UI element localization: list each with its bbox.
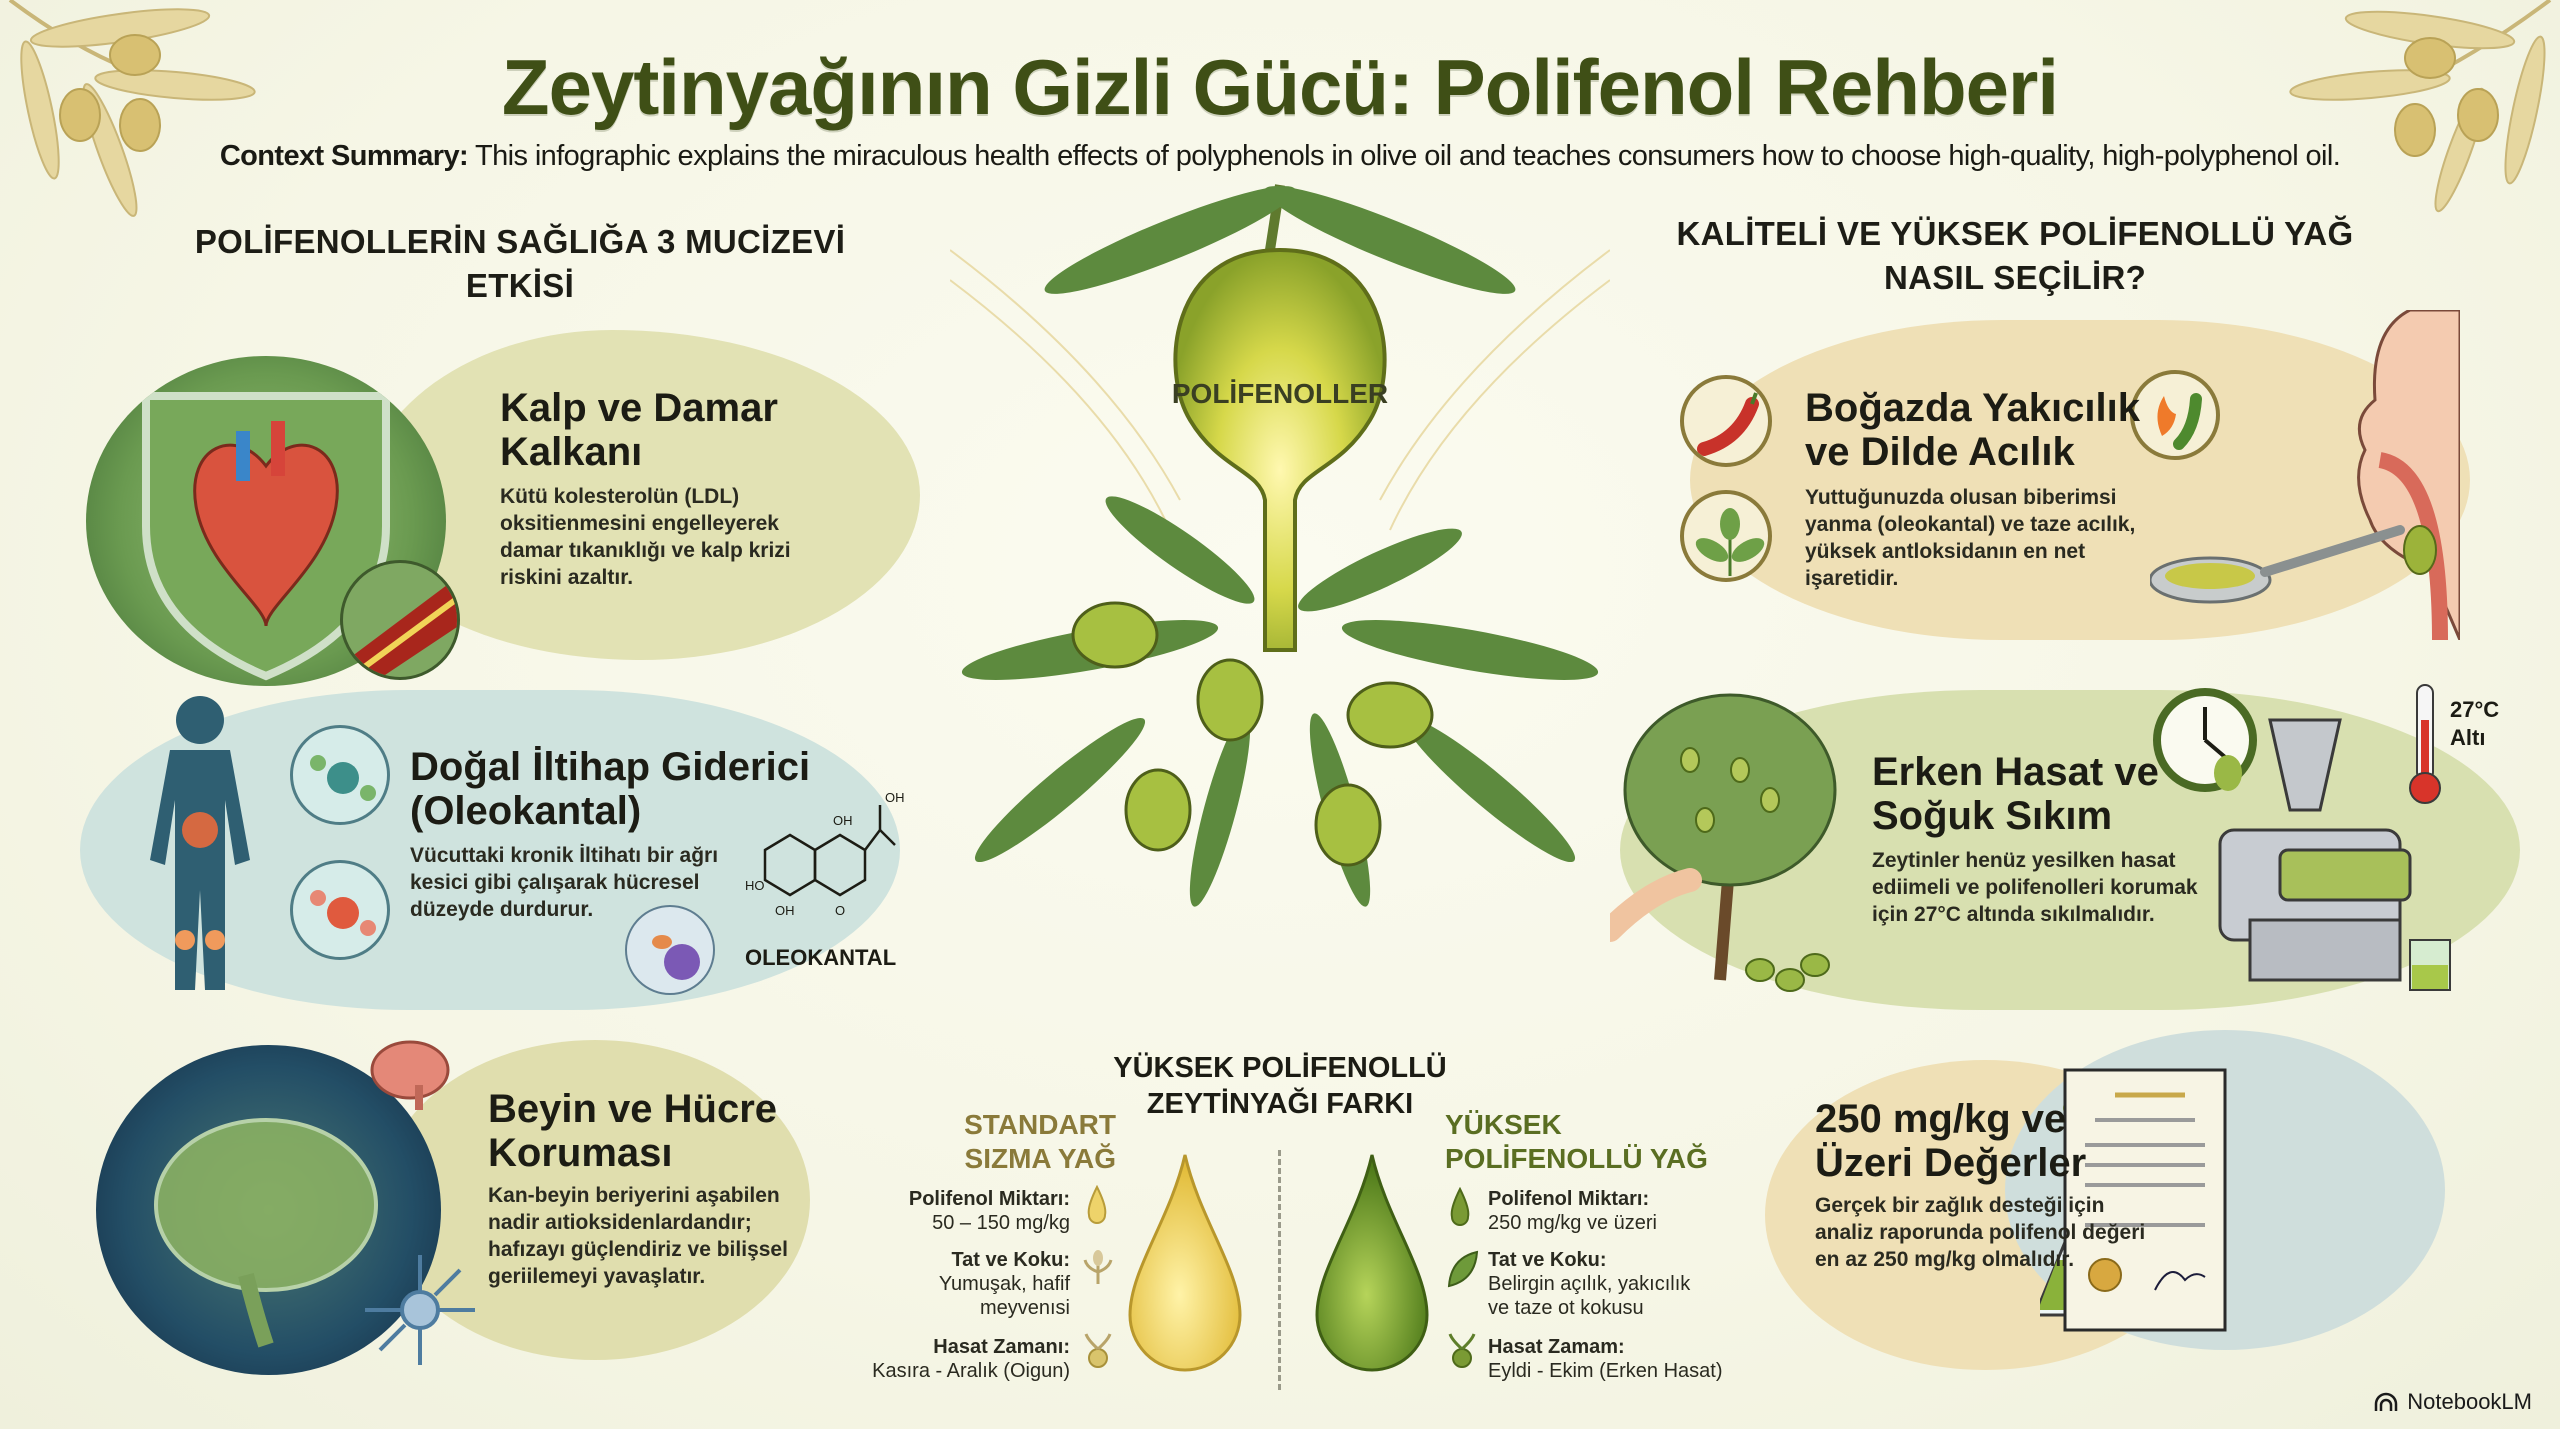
cell-green-icon	[290, 725, 390, 825]
immune-cell-icon	[625, 905, 715, 995]
temperature-label: 27°C Altı	[2450, 697, 2500, 750]
leaf-sprout-icon	[1680, 490, 1772, 582]
small-drop-yellow-icon	[1087, 1185, 1107, 1224]
small-drop-green-icon	[1450, 1187, 1470, 1226]
card-title: Boğazda Yakıcılık ve Dilde Acılık	[1805, 386, 2140, 474]
olive-branch-decoration-right	[2289, 0, 2552, 213]
card-bubble	[1690, 320, 2470, 640]
standard-row-polyphenol: Polifenol Miktarı: 50 – 150 mg/kg	[908, 1188, 1070, 1234]
svg-text:OH: OH	[833, 813, 853, 828]
polyphenol-olive-illustration	[950, 184, 1610, 907]
comparison-heading: YÜKSEK POLİFENOLLÜ ZEYTİNYAĞI FARKI	[1113, 1052, 1447, 1120]
summary-text: This infographic explains the miraculous…	[468, 140, 2341, 172]
card-title: Kalp ve Damar Kalkanı	[500, 386, 778, 474]
olive-label: POLİFENOLLER	[1171, 378, 1389, 409]
artery-icon	[340, 560, 460, 680]
fire-pepper-icon	[2130, 370, 2220, 460]
high-oil-drop-icon	[1315, 1154, 1429, 1372]
card-title: Erken Hasat ve Soğuk Sıkım	[1872, 750, 2159, 838]
certificate-icon	[2063, 1068, 2227, 1332]
olive-tree-icon	[1610, 693, 1837, 992]
card-title: Beyin ve Hücre Koruması	[488, 1087, 778, 1175]
left-section-heading: POLİFENOLLERİN SAĞLIĞA 3 MUCİZEVİ ETKİSİ	[194, 223, 846, 304]
high-row-harvest: Hasat Zamam: Eyldi - Ekim (Erken Hasat)	[1488, 1336, 1723, 1382]
standard-row-harvest: Hasat Zamanı: Kasıra - Aralık (Oigun)	[872, 1336, 1070, 1382]
card-body: Gerçek bir zağlık desteği için analiz ra…	[1815, 1194, 2146, 1271]
high-row-polyphenol: Polifenol Miktarı: 250 mg/kg ve üzeri	[1488, 1188, 1657, 1234]
standard-oil-title: STANDART SIZMA YAĞ	[964, 1109, 1116, 1174]
card-title: Doğal İltihap Giderici (Oleokantal)	[410, 745, 811, 833]
olive-branch-decoration-left	[8, 0, 256, 217]
card-body: Kütü kolesterolün (LDL) oksitienmesini e…	[500, 485, 791, 589]
oleocanthal-molecule-icon: OH OH HO OH O	[745, 790, 905, 918]
brain-network-icon	[96, 1045, 441, 1375]
svg-text:O: O	[835, 903, 845, 918]
molecule-label: OLEOKANTAL	[745, 945, 897, 970]
brand-name: NotebookLM	[2407, 1389, 2532, 1414]
olive-sprout-green-icon	[1448, 1333, 1476, 1368]
comparison-divider	[1278, 1150, 1281, 1390]
brain-small-icon	[370, 1040, 450, 1110]
chili-pepper-icon	[1680, 375, 1772, 467]
context-summary: Context Summary: This infographic explai…	[0, 140, 2560, 173]
human-body-icon	[150, 696, 250, 990]
high-row-taste: Tat ve Koku: Belirgin açılık, yakıcılık …	[1488, 1249, 1691, 1319]
sprout-beige-icon	[1083, 1250, 1113, 1284]
standard-row-taste: Tat ve Koku: Yumuşak, hafif meyvenısi	[938, 1249, 1070, 1319]
olive-sprout-beige-icon	[1084, 1333, 1112, 1368]
card-bubble	[380, 1040, 810, 1360]
press-machine-icon	[2218, 718, 2451, 991]
notebooklm-logo-icon	[2375, 1392, 2398, 1411]
high-oil-title: YÜKSEK POLİFENOLLÜ YAĞ	[1445, 1109, 1708, 1174]
card-body: Yuttuğunuzda olusan biberimsi yanma (ole…	[1805, 486, 2136, 590]
page-title: Zeytinyağının Gizli Gücü: Polifenol Rehb…	[501, 43, 2059, 131]
card-body: Zeytinler henüz yesilken hasat ediimeli …	[1872, 849, 2198, 926]
svg-text:OH: OH	[885, 790, 905, 805]
svg-text:OH: OH	[775, 903, 795, 918]
summary-label: Context Summary:	[219, 140, 469, 172]
notebooklm-brand: NotebookLM	[2373, 1389, 2532, 1415]
leaf-green-icon	[1447, 1250, 1479, 1288]
neuron-icon	[365, 1255, 475, 1365]
cell-red-icon	[290, 860, 390, 960]
throat-spoon-icon	[2150, 310, 2460, 640]
card-title: 250 mg/kg ve Üzeri Değerler	[1815, 1097, 2087, 1185]
card-body: Vücuttaki kronik İltihatı bir ağrı kesic…	[410, 844, 719, 921]
thermometer-icon	[2409, 684, 2441, 804]
svg-text:HO: HO	[745, 878, 765, 893]
right-section-heading: KALİTELİ VE YÜKSEK POLİFENOLLÜ YAĞ NASIL…	[1676, 215, 2354, 296]
standard-oil-drop-icon	[1128, 1154, 1242, 1372]
clock-icon	[2153, 688, 2257, 792]
card-body: Kan-beyin beriyerini aşabilen nadir aıti…	[488, 1184, 788, 1288]
